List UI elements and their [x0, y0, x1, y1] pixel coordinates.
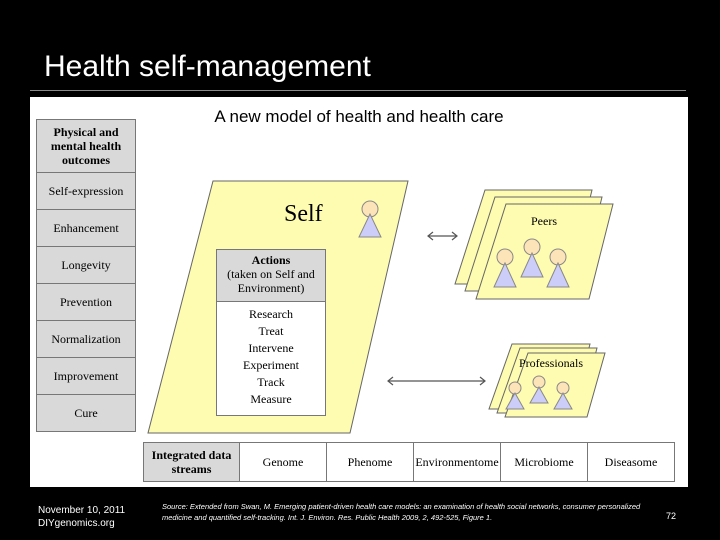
self-label: Self	[284, 201, 323, 227]
outcome-item: Normalization	[37, 321, 135, 358]
outcome-item: Improvement	[37, 358, 135, 395]
action-item: Treat	[258, 324, 284, 338]
footer-date-block: November 10, 2011 DIYgenomics.org	[38, 504, 125, 530]
title-divider	[30, 90, 686, 91]
action-item: Measure	[250, 392, 292, 406]
slide-title: Health self-management	[44, 50, 371, 83]
action-item: Intervene	[248, 341, 294, 355]
outcomes-header: Physical and mental health outcomes	[37, 120, 135, 173]
professionals-label: Professionals	[519, 356, 583, 370]
footer-date: November 10, 2011	[38, 505, 126, 516]
self-peers-arrow	[427, 231, 458, 241]
figure-title: A new model of health and health care	[214, 107, 504, 126]
outcome-item: Enhancement	[37, 210, 135, 247]
outcome-item: Longevity	[37, 247, 135, 284]
data-stream-cell: Microbiome	[501, 443, 588, 481]
action-item: Research	[249, 307, 293, 321]
footer-source: Source: Extended from Swan, M. Emerging …	[162, 502, 641, 522]
outcome-item: Cure	[74, 405, 98, 420]
data-streams-header: Integrated data streams	[144, 443, 240, 481]
footer-site: DIYgenomics.org	[38, 518, 115, 529]
actions-box: Actions (taken on Self and Environment) …	[216, 249, 326, 416]
actions-header: Actions (taken on Self and Environment)	[217, 250, 325, 302]
data-stream-cell: Phenome	[327, 443, 414, 481]
professional-person-icon	[505, 381, 525, 410]
outcome-item: Self-expression	[37, 173, 135, 210]
professional-person-icon	[529, 375, 549, 404]
data-stream-cell: Environmentome	[414, 443, 501, 481]
peers-label: Peers	[531, 214, 557, 228]
outcomes-column: Physical and mental health outcomes Self…	[36, 119, 136, 432]
diagram-graphics	[147, 180, 614, 434]
action-item: Track	[257, 375, 285, 389]
actions-subtitle: (taken on Self and Environment)	[227, 267, 315, 295]
data-stream-cell: Genome	[240, 443, 327, 481]
peer-person-icon	[520, 238, 544, 278]
actions-title: Actions	[251, 253, 291, 267]
data-stream-cell: Diseasome	[588, 443, 674, 481]
professional-person-icon	[553, 381, 573, 410]
peer-person-icon	[546, 248, 570, 288]
professionals-card-front	[504, 352, 606, 418]
peer-person-icon	[493, 248, 517, 288]
slide-number: 72	[666, 511, 677, 521]
self-person-icon	[358, 200, 382, 238]
action-item: Experiment	[243, 358, 299, 372]
actions-list: Research Treat Intervene Experiment Trac…	[217, 302, 325, 408]
data-streams-row: Integrated data streams Genome Phenome E…	[143, 442, 675, 482]
self-professionals-arrow	[387, 376, 486, 386]
outcome-item: Prevention	[37, 284, 135, 321]
model-figure: A new model of health and health care	[30, 97, 688, 487]
